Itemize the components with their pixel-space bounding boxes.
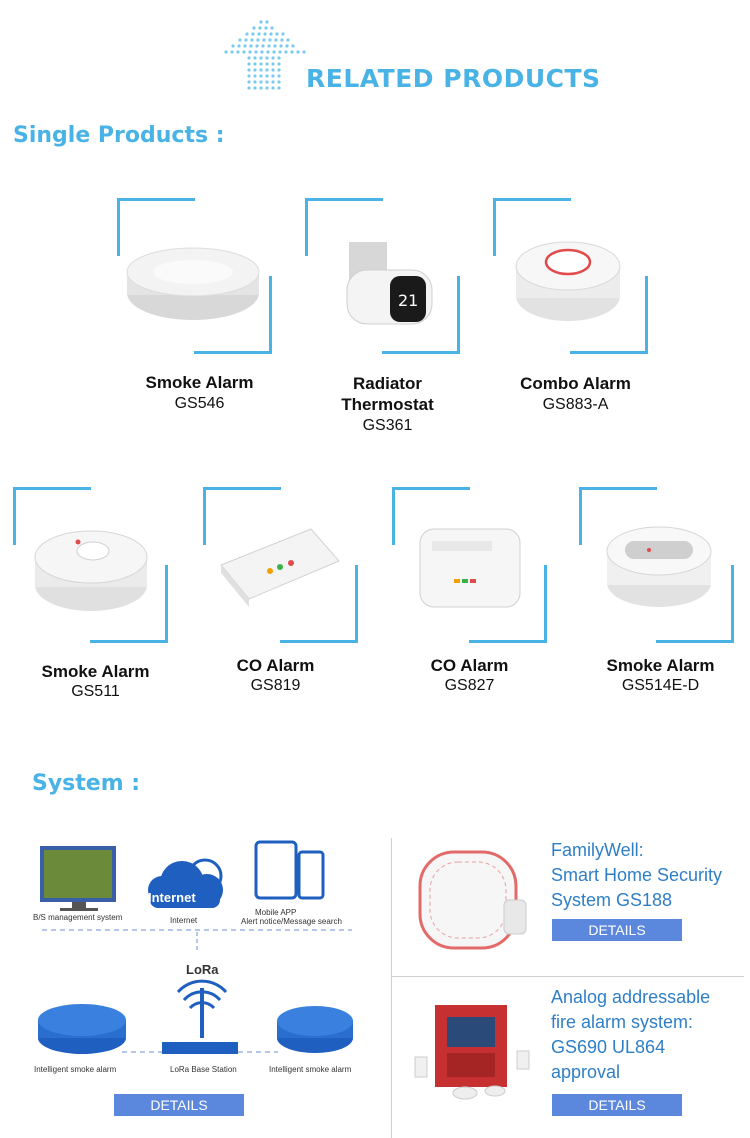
text-line: Analog addressable [551,987,711,1007]
divider [391,838,392,1138]
gs188-device-image [418,850,527,950]
system-item-text: Analog addressable fire alarm system: GS… [551,985,710,1085]
system-item-text: FamilyWell: Smart Home Security System G… [551,838,722,913]
product-model: GS511 [71,683,120,700]
product-model: GS883-A [542,396,609,413]
co-alarm-image [220,528,340,607]
gs690-panel-image [414,1005,530,1100]
alert-notice-label: Alert notice/Message search [241,917,342,926]
product-model: GS827 [444,677,495,694]
divider [392,976,744,977]
single-products-title: Single Products : [13,123,225,148]
details-button[interactable]: DETAILS [552,1094,682,1116]
details-button[interactable]: DETAILS [114,1094,244,1116]
round-smoke-alarm-image [126,247,260,320]
product-card-smoke-alarm-gs511[interactable] [13,487,168,643]
lora-label: LoRa [186,962,219,977]
product-name: Radiator Thermostat [341,374,434,414]
internet-caption: Internet [170,916,198,925]
text-line: Smart Home Security [551,865,723,885]
text-line: approval [551,1062,621,1082]
product-card-co-alarm-gs819[interactable] [203,487,358,643]
product-model: GS514E-D [621,677,700,694]
dotted-arrow-up-icon [224,20,306,90]
bs-management-label: B/S management system [33,913,123,922]
smoke-alarm-image [34,530,148,611]
product-card-smoke-alarm-gs546[interactable] [117,198,272,354]
product-model: GS819 [250,677,301,694]
base-station-label: LoRa Base Station [170,1065,237,1074]
product-name: CO Alarm [236,656,315,675]
product-name: Smoke Alarm [41,662,150,681]
text-line: System GS188 [551,890,673,910]
text-line: fire alarm system: [551,1012,694,1032]
product-name: Smoke Alarm [606,656,715,675]
internet-cloud-label: Internet [148,890,196,905]
details-button[interactable]: DETAILS [552,919,682,941]
product-name: Combo Alarm [520,374,631,393]
product-card-combo-alarm-gs883a[interactable] [493,198,648,354]
co-alarm-image [419,528,521,608]
product-card-co-alarm-gs827[interactable] [392,487,547,643]
text-line: FamilyWell: [551,840,644,860]
lora-system-diagram [38,840,353,1054]
svg-text:21: 21 [398,291,418,310]
text-line: GS690 UL864 [551,1037,666,1057]
product-name: Smoke Alarm [145,373,254,392]
related-products-title: RELATED PRODUCTS [306,64,601,93]
smoke-alarm-right-label: Intelligent smoke alarm [269,1065,352,1074]
radiator-thermostat-image: 21 [346,242,433,325]
product-model: GS546 [174,395,225,412]
product-card-smoke-alarm-gs514e-d[interactable] [579,487,734,643]
smoke-alarm-left-label: Intelligent smoke alarm [34,1065,117,1074]
product-card-radiator-thermostat-gs361[interactable]: 21 [305,198,460,354]
combo-alarm-image [515,241,621,321]
system-title: System : [32,771,141,796]
product-name: CO Alarm [430,656,509,675]
smoke-alarm-image [606,526,712,607]
mobile-app-label: Mobile APP [255,908,297,917]
product-model: GS361 [362,417,413,434]
